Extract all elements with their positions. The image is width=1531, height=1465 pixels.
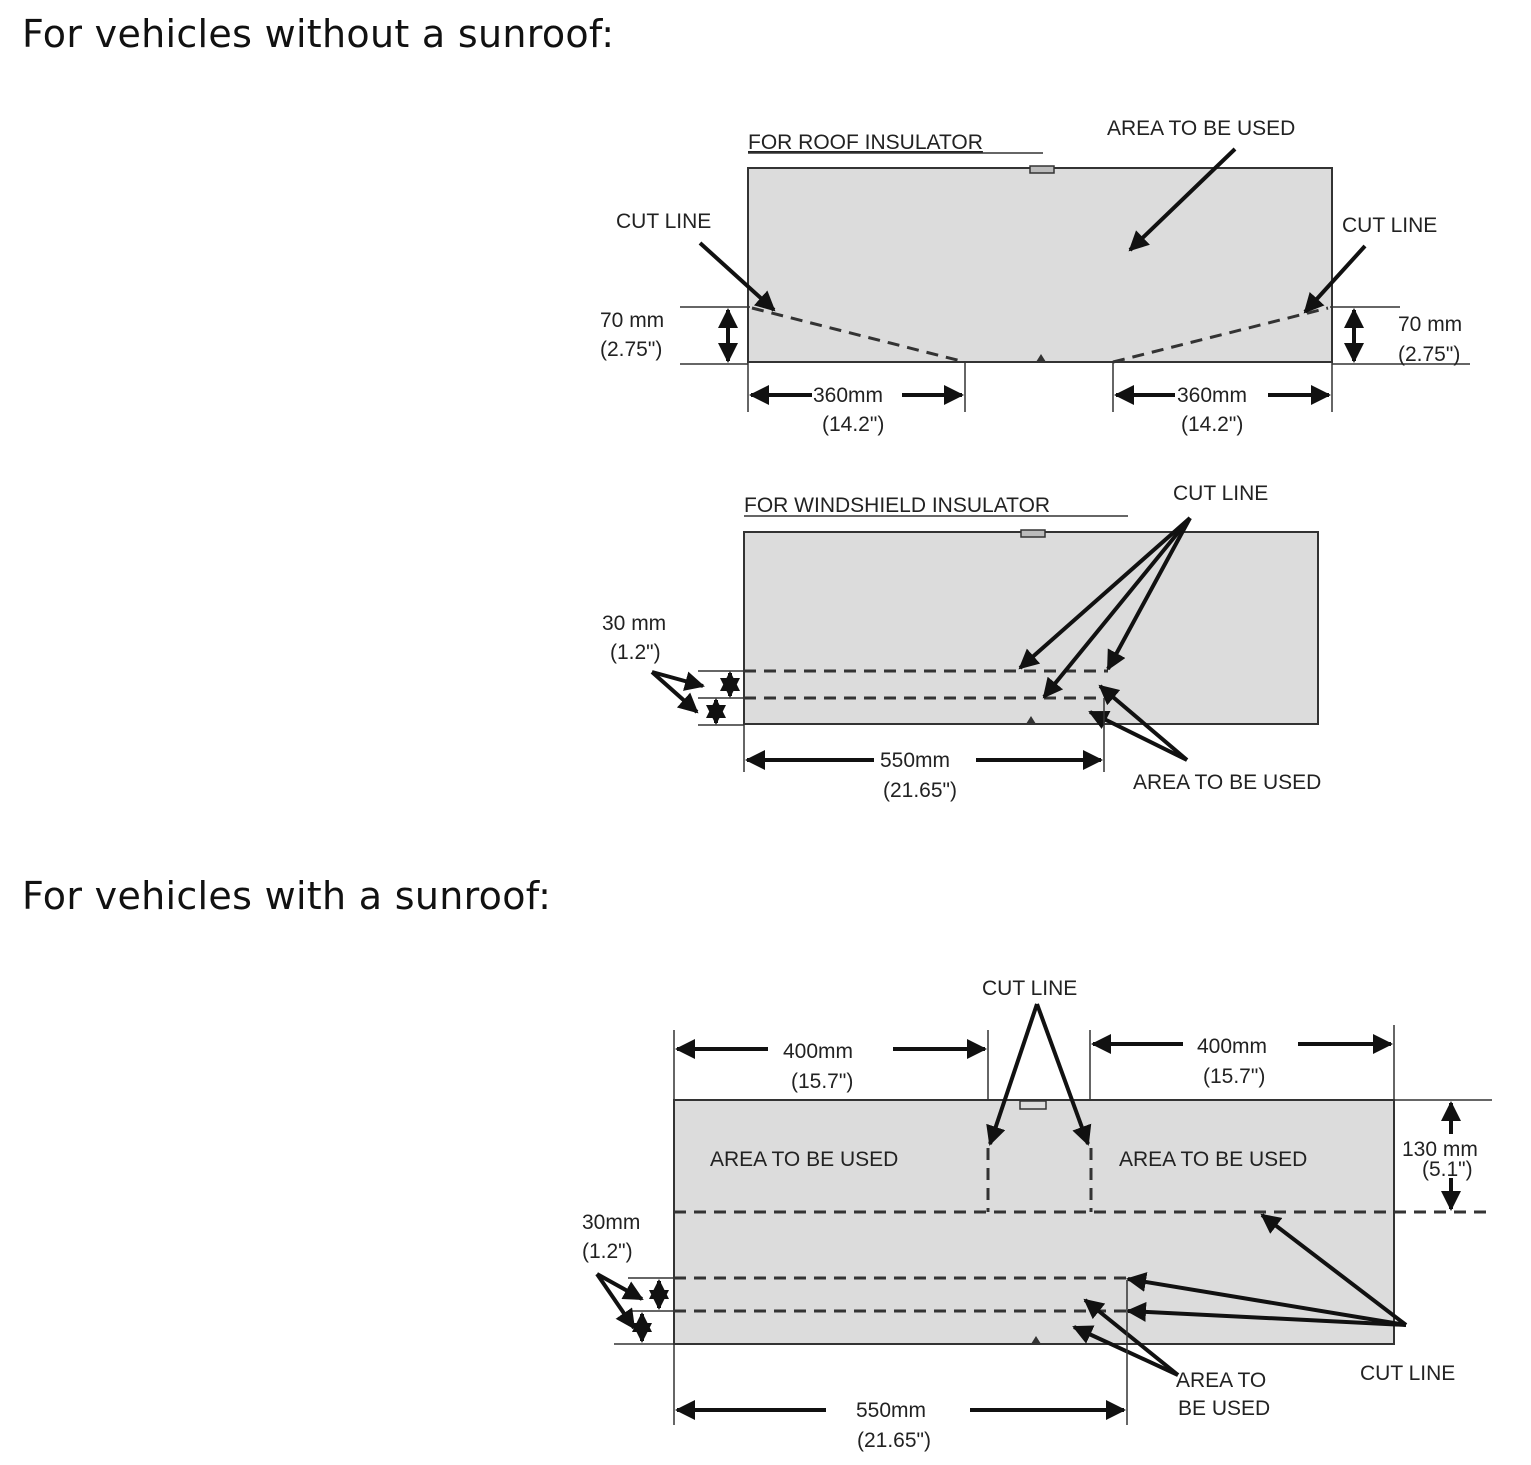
sunroof-cut-arrow-bottom-3 — [1126, 1301, 1407, 1327]
roof-notch — [1036, 354, 1046, 362]
sunroof-dim-height-left-in: (1.2") — [582, 1240, 633, 1263]
windshield-cut-arrow-3 — [1106, 517, 1192, 671]
windshield-area-arrow-1 — [1098, 684, 1189, 762]
sunroof-dim-width-bottom-mm: 550mm — [856, 1399, 926, 1422]
windshield-dim-width-mm: 550mm — [880, 749, 950, 772]
roof-dim-width-left-in: (14.2") — [822, 413, 884, 436]
roof-cut-label-left: CUT LINE — [616, 210, 711, 233]
windshield-tab — [1020, 529, 1046, 538]
sunroof-dim-width-right-in: (15.7") — [1203, 1065, 1265, 1088]
sunroof-cut-arrow-top-left — [986, 1003, 1039, 1146]
windshield-dim-h-in: (1.2") — [610, 641, 661, 664]
windshield-panel — [743, 531, 1319, 725]
roof-dim-height-left-mm: 70 mm — [600, 309, 664, 332]
sunroof-cut-label-top: CUT LINE — [982, 977, 1077, 1000]
roof-cut-arrow-left — [698, 241, 776, 312]
roof-title: FOR ROOF INSULATOR — [748, 131, 983, 154]
sunroof-dim-width-right-mm: 400mm — [1197, 1035, 1267, 1058]
windshield-insulator-diagram: FOR WINDSHIELD INSULATOR CUT LINE AREA T… — [602, 482, 1321, 802]
sunroof-area-right: AREA TO BE USED — [1119, 1148, 1307, 1171]
roof-dim-height-right-in: (2.75") — [1398, 343, 1460, 366]
roof-dim-width-right-mm: 360mm — [1177, 384, 1247, 407]
sunroof-dim-width-left-mm: 400mm — [783, 1040, 853, 1063]
windshield-cut-label: CUT LINE — [1173, 482, 1268, 505]
sunroof-panel — [673, 1099, 1395, 1345]
windshield-cut-arrow-1 — [1018, 516, 1192, 670]
windshield-dim-pointer-1 — [651, 670, 705, 691]
windshield-cut-arrow-2 — [1042, 516, 1192, 699]
roof-tab — [1029, 165, 1055, 174]
roof-area-label: AREA TO BE USED — [1107, 117, 1295, 140]
roof-dim-height-right-mm: 70 mm — [1398, 313, 1462, 336]
sunroof-cut-arrow-bottom-2 — [1126, 1272, 1407, 1327]
sunroof-dim-height-right-mm: 130 mm — [1402, 1138, 1478, 1161]
sunroof-cut-arrow-top-right — [1035, 1003, 1092, 1146]
roof-area-arrow — [1128, 147, 1237, 252]
sunroof-cut-arrow-bottom-1 — [1260, 1213, 1408, 1327]
sunroof-area-arrow-2 — [1072, 1325, 1179, 1377]
roof-cut-line-left — [751, 306, 966, 364]
sunroof-area-bottom-line2: BE USED — [1178, 1397, 1270, 1420]
windshield-title: FOR WINDSHIELD INSULATOR — [744, 494, 1050, 517]
sunroof-area-left: AREA TO BE USED — [710, 1148, 898, 1171]
roof-cut-line-right — [1112, 306, 1329, 364]
sunroof-dim-width-left-in: (15.7") — [791, 1070, 853, 1093]
roof-dim-height-left-in: (2.75") — [600, 338, 662, 361]
roof-dim-width-right-in: (14.2") — [1181, 413, 1243, 436]
roof-insulator-diagram: FOR ROOF INSULATOR AREA TO BE USED CUT L… — [600, 117, 1470, 436]
sunroof-dim-height-right-in: (5.1") — [1422, 1158, 1473, 1181]
heading-with-sunroof: For vehicles with a sunroof: — [22, 874, 552, 918]
roof-cut-label-right: CUT LINE — [1342, 214, 1437, 237]
windshield-area-label: AREA TO BE USED — [1133, 771, 1321, 794]
heading-without-sunroof: For vehicles without a sunroof: — [22, 12, 615, 56]
sunroof-notch — [1031, 1336, 1041, 1344]
windshield-dim-pointer-2 — [650, 670, 699, 714]
windshield-notch — [1026, 716, 1036, 724]
sunroof-dim-height-left-mm: 30mm — [582, 1211, 640, 1234]
sunroof-area-arrow-1 — [1083, 1298, 1180, 1377]
roof-panel — [747, 167, 1333, 363]
sunroof-area-bottom-line1: AREA TO — [1176, 1369, 1266, 1392]
sunroof-dim-pointer-2 — [595, 1272, 636, 1330]
sunroof-tab — [1019, 1100, 1047, 1110]
windshield-dim-h-mm: 30 mm — [602, 612, 666, 635]
roof-cut-arrow-right — [1303, 244, 1367, 314]
sunroof-dim-pointer-1 — [596, 1272, 644, 1301]
sunroof-dim-width-bottom-in: (21.65") — [857, 1429, 931, 1452]
windshield-area-arrow-2 — [1088, 710, 1188, 762]
sunroof-insulator-diagram: CUT LINE 400mm (15.7") 400mm (15.7") ARE… — [582, 977, 1492, 1452]
sunroof-cut-label-bottom: CUT LINE — [1360, 1362, 1455, 1385]
windshield-dim-width-in: (21.65") — [883, 779, 957, 802]
roof-dim-width-left-mm: 360mm — [813, 384, 883, 407]
